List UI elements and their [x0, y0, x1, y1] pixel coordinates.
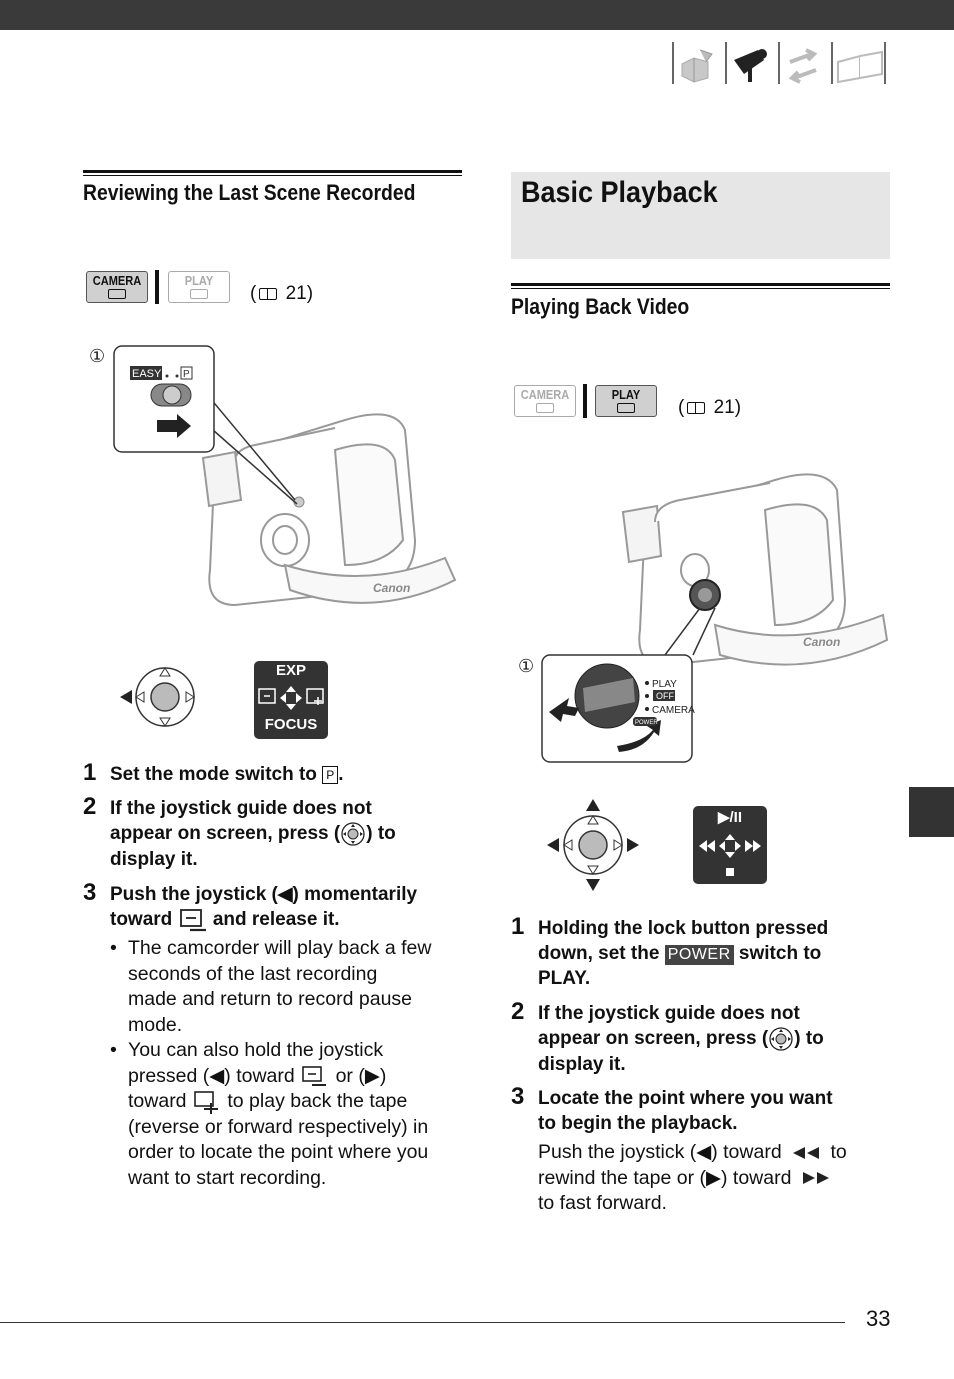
- step-3-notes: The camcorder will play back a few secon…: [110, 936, 470, 1191]
- camera-badge-label: CAMERA: [520, 387, 570, 402]
- badge-separator: [583, 384, 587, 418]
- ref-page: 21: [713, 397, 735, 418]
- joystick-button-icon: [769, 1027, 793, 1051]
- play-position-label: PLAY: [652, 679, 677, 690]
- intro-box-icon[interactable]: [681, 49, 713, 83]
- note-bullet: The camcorder will play back a few secon…: [110, 936, 470, 1038]
- push-arrow-icon: [549, 698, 579, 722]
- step-text: Holding the lock button pressed down, se…: [538, 918, 829, 989]
- play-mode-badge: PLAY: [595, 385, 657, 417]
- chapter-side-tab: [909, 787, 954, 837]
- review-plus-icon: [194, 1091, 218, 1114]
- book-ref-icon: [259, 288, 278, 300]
- footer-rule: [0, 1322, 845, 1323]
- book-ref-icon: [687, 402, 706, 414]
- play-pause-label: ▶/II: [717, 809, 743, 826]
- ref-page: 21: [285, 283, 307, 304]
- slide-arrow-icon: [157, 414, 191, 438]
- exp-label: EXP: [275, 662, 306, 679]
- review-recording-icon: [179, 909, 206, 932]
- fast-forward-icon: [802, 1172, 829, 1185]
- power-label: POWER: [635, 720, 658, 726]
- joystick-guide-playback: ▶/II: [693, 806, 767, 884]
- camera-badge-label: CAMERA: [92, 273, 142, 288]
- playback-controls-icons: [699, 834, 761, 876]
- tape-icon: [617, 403, 635, 413]
- camera-position-label: CAMERA: [652, 705, 695, 716]
- book-icon[interactable]: [837, 50, 883, 84]
- camera-mode-badge: CAMERA: [86, 271, 148, 303]
- figure-callout: ①: [89, 346, 105, 366]
- page-number: 33: [866, 1306, 891, 1331]
- joystick-button-icon: [341, 822, 365, 846]
- off-position-label: OFF: [656, 691, 674, 701]
- transfer-arrows-icon[interactable]: [788, 48, 818, 84]
- step-text: If the joystick guide does not appear on…: [110, 798, 396, 870]
- joystick-guide-exp-focus: EXP FOCUS: [254, 661, 328, 739]
- step-number: 3: [83, 879, 97, 906]
- focus-label: FOCUS: [264, 716, 318, 733]
- section-title: Reviewing the Last Scene Recorded: [83, 180, 416, 205]
- play-badge-label: PLAY: [611, 387, 641, 402]
- section-rule: [511, 288, 890, 289]
- step-number: 2: [83, 793, 97, 820]
- p-label: P: [183, 369, 190, 380]
- figure-callout: ①: [518, 656, 534, 676]
- chapter-header: Basic Playback: [511, 172, 890, 259]
- play-badge-label: PLAY: [184, 273, 214, 288]
- step-number: 1: [511, 913, 525, 940]
- camcorder-power-switch-figure: Canon ① PLAY OFF CAMERA POWER: [518, 473, 889, 763]
- power-switch-label: POWER: [664, 945, 734, 965]
- program-mode-icon: P: [322, 766, 339, 784]
- chapter-nav-icons: [672, 42, 886, 84]
- rotate-arrow-icon: [617, 720, 661, 752]
- brand-logo: Canon: [803, 635, 840, 649]
- section-rule: [83, 175, 462, 176]
- camcorder-mode-switch-figure: ① Canon EASY P: [89, 345, 457, 607]
- step-text: If the joystick guide does not appear on…: [538, 1003, 824, 1075]
- joystick-icon: [120, 667, 195, 727]
- step-text: Push the joystick (◀) momentarily toward…: [110, 884, 418, 932]
- top-bar: [0, 0, 954, 30]
- tape-icon: [190, 289, 208, 299]
- section-rule: [83, 170, 462, 173]
- brand-logo: Canon: [373, 581, 410, 595]
- play-mode-badge: PLAY: [168, 271, 230, 303]
- step-text: Set the mode switch to P.: [110, 764, 344, 785]
- tape-icon: [536, 403, 554, 413]
- step-number: 2: [511, 998, 525, 1025]
- easy-label: EASY: [132, 368, 162, 380]
- camera-mode-badge: CAMERA: [514, 385, 576, 417]
- step-number: 1: [83, 759, 97, 786]
- badge-separator: [155, 270, 159, 304]
- section-rule: [511, 283, 890, 286]
- page-reference: ( 21): [678, 397, 742, 418]
- step-3-detail: Push the joystick (◀) toward to rewind t…: [538, 1141, 847, 1214]
- tape-icon: [108, 289, 126, 299]
- note-bullet: You can also hold the joystick pressed (…: [110, 1038, 470, 1191]
- review-icons: [258, 686, 324, 710]
- camcorder-icon[interactable]: [734, 49, 767, 82]
- review-minus-icon: [302, 1066, 327, 1087]
- rewind-icon: [793, 1146, 820, 1159]
- step-number: 3: [511, 1083, 525, 1110]
- chapter-title: Basic Playback: [521, 176, 718, 209]
- section-title: Playing Back Video: [511, 294, 690, 319]
- step-text: Locate the point where you want to begin…: [538, 1088, 833, 1134]
- joystick-icon: [547, 799, 639, 891]
- page-reference: ( 21): [250, 283, 314, 304]
